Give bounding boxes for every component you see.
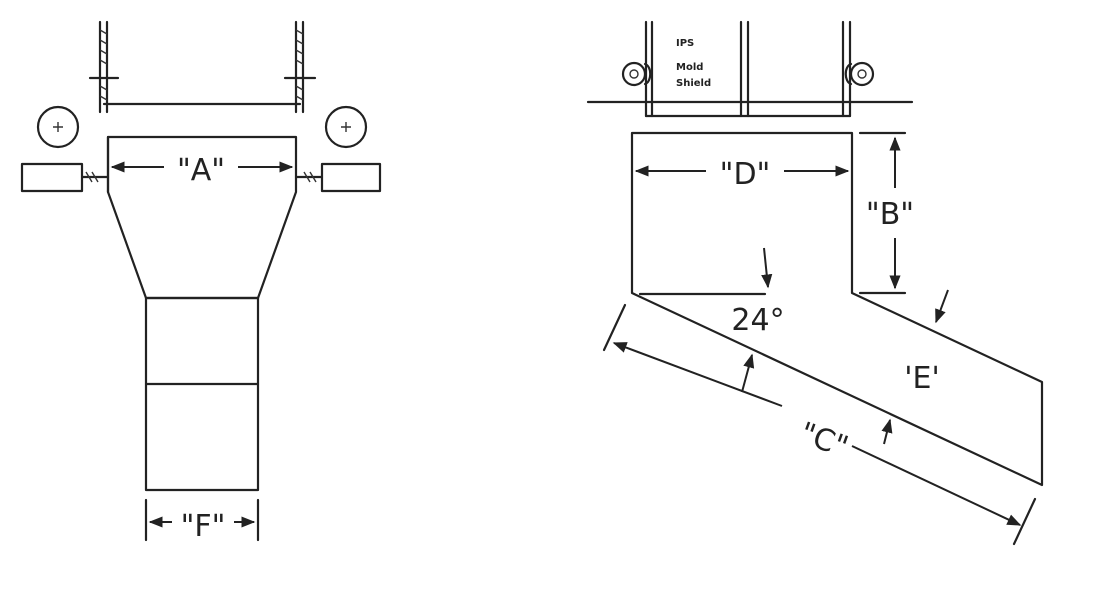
left-eye-bolt [621, 61, 652, 87]
dim-label-e: 'E' [904, 361, 939, 396]
left-actuator [20, 162, 110, 193]
side-view: IPS Mold Shield "D" "B" 24° [586, 20, 1044, 546]
left-mount-circle [36, 105, 80, 149]
shield-text-line1: IPS [676, 38, 694, 49]
lower-tube [144, 296, 260, 492]
angle-arrow [761, 247, 773, 289]
dim-c-right-arrow [851, 445, 1022, 526]
dim-label-f: "F" [181, 509, 226, 544]
right-threaded-rod [283, 20, 317, 114]
angle-label: 24° [731, 303, 784, 338]
dim-label-b: "B" [866, 197, 914, 232]
dim-label-d: "D" [720, 157, 771, 192]
right-mount-circle [324, 105, 368, 149]
front-view: "A" "F" [20, 20, 382, 544]
dim-e-mid-arrow [881, 418, 893, 445]
right-eye-bolt [844, 61, 875, 87]
dim-c-left-arrow [612, 342, 783, 407]
shield-text-line2: Mold [676, 62, 703, 73]
dim-e-lower-arrow [741, 353, 755, 393]
right-actuator [294, 162, 382, 193]
dim-e-upper-arrow [935, 289, 949, 324]
angled-body [630, 131, 1044, 487]
dim-label-c: "C" [795, 416, 853, 465]
dim-label-a: "A" [177, 153, 225, 188]
shield-text-line3: Shield [676, 78, 711, 89]
left-threaded-rod [88, 20, 120, 114]
